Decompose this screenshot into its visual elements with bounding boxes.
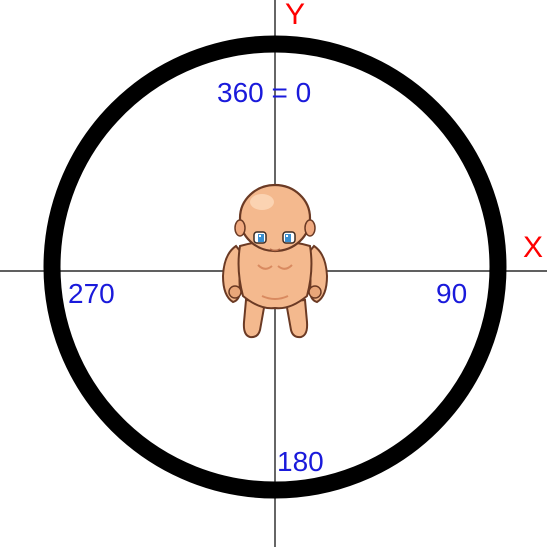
angle-label-right: 90: [436, 278, 468, 309]
direction-ring: [43, 35, 507, 499]
bald-character-sprite-icon: [221, 183, 329, 339]
angle-label-bottom: 180: [277, 446, 324, 477]
angle-label-left: 270: [68, 278, 115, 309]
angle-label-top: 360 = 0: [217, 77, 312, 108]
y-axis-label: Y: [285, 0, 306, 31]
x-axis-label: X: [523, 231, 544, 264]
